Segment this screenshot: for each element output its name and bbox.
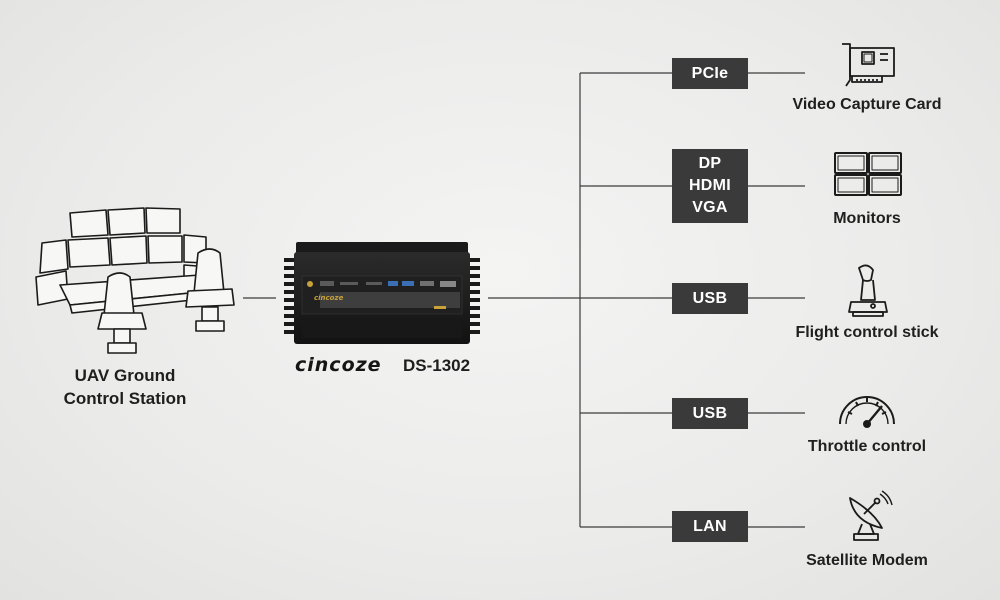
port-lan: LAN [672, 511, 748, 542]
port-usb-2: USB [672, 398, 748, 429]
device-model: DS-1302 [403, 356, 471, 375]
port-pcie-label: PCIe [691, 64, 729, 82]
port-dp-label: DP [698, 155, 722, 172]
capture-card-icon [842, 43, 895, 87]
port-usb-1: USB [672, 283, 748, 314]
ground-control-station-icon [35, 207, 235, 354]
port-pcie: PCIe [672, 58, 748, 89]
device-label-satellite-modem: Satellite Modem [806, 552, 928, 569]
monitors-icon [834, 152, 902, 196]
port-lan-label: LAN [693, 517, 727, 535]
satellite-dish-icon [849, 490, 893, 541]
device-label-monitors: Monitors [833, 210, 901, 227]
port-display: DP HDMI VGA [672, 149, 748, 223]
device-label-capture-card: Video Capture Card [792, 96, 942, 113]
device-label-joystick: Flight control stick [795, 324, 939, 341]
port-usb-1-label: USB [692, 289, 728, 307]
joystick-icon [848, 264, 888, 317]
port-usb-2-label: USB [692, 404, 728, 422]
station-label: UAV Ground Control Station [60, 364, 190, 410]
industrial-pc-icon: cincoze [284, 242, 480, 344]
station-label-line2: Control Station [63, 389, 187, 408]
gauge-icon [839, 396, 895, 428]
device-label-throttle: Throttle control [807, 438, 927, 455]
port-hdmi-label: HDMI [688, 177, 732, 194]
svg-text:cincoze: cincoze [314, 294, 344, 302]
port-vga-label: VGA [692, 199, 728, 216]
brand-logo: cincoze [295, 354, 382, 376]
station-label-line1: UAV Ground [74, 366, 176, 385]
